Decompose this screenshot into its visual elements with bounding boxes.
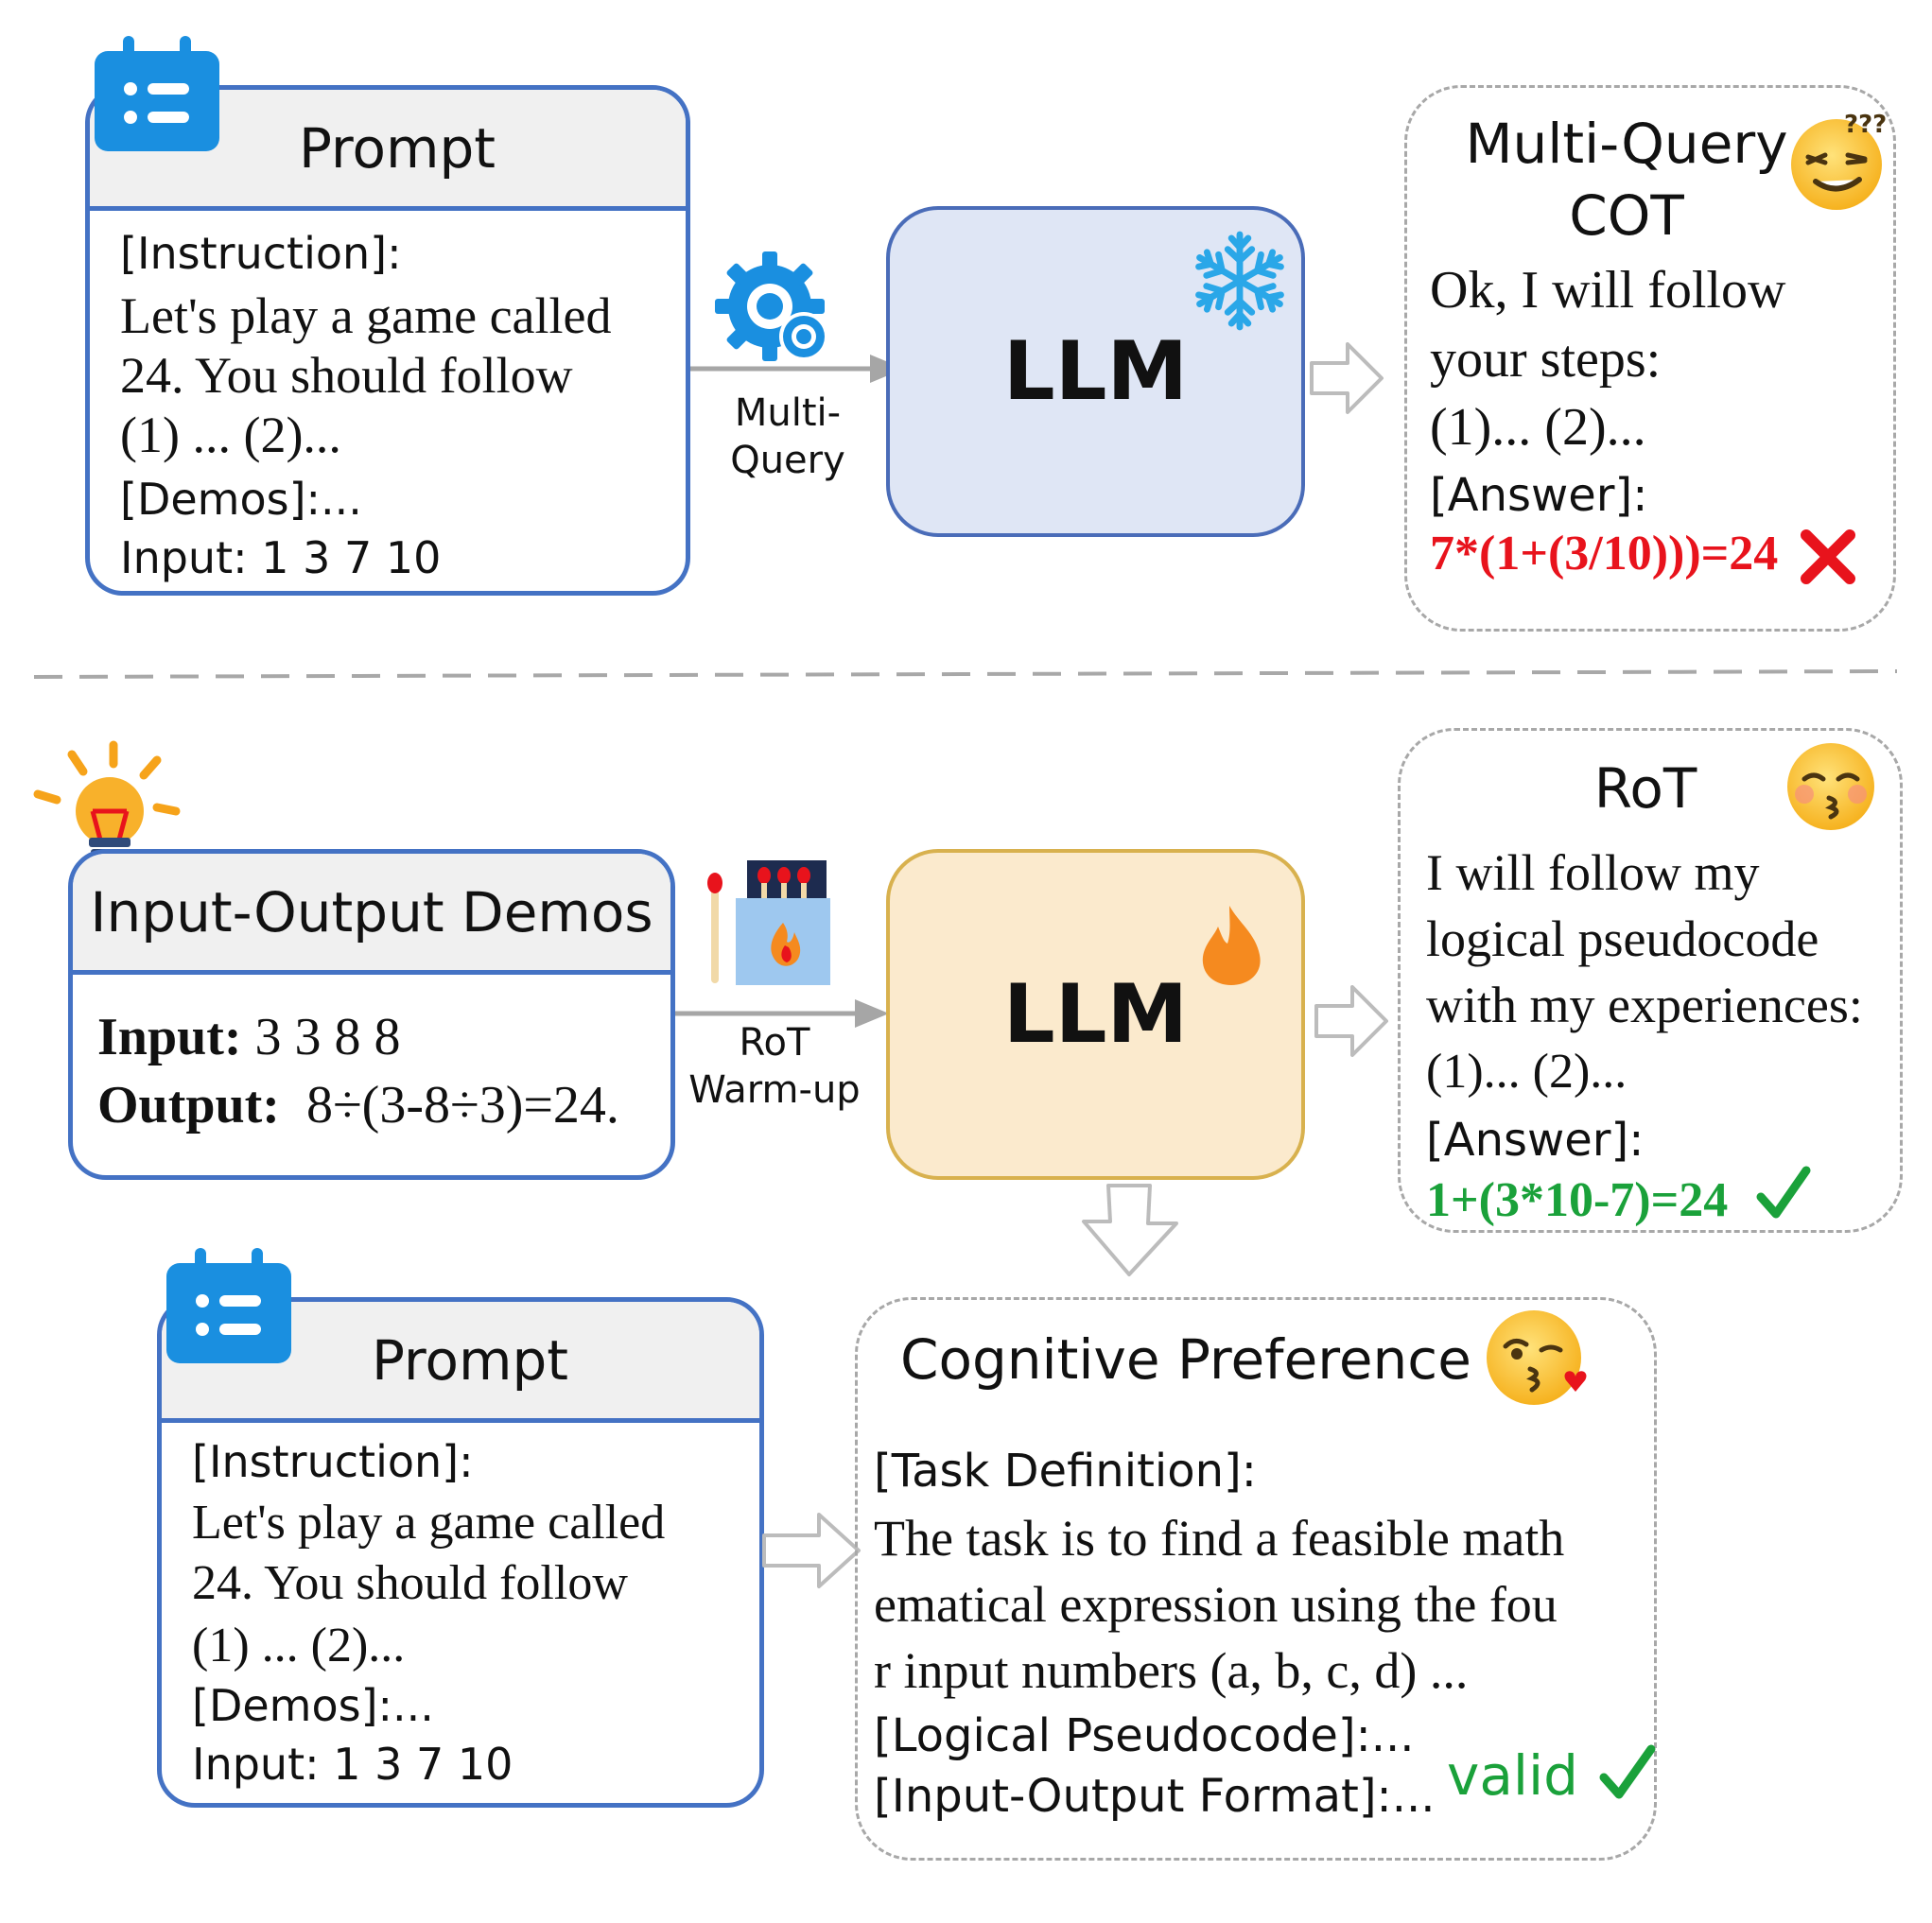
bottom-prompt-line-4: (1) ... (2)... [192,1619,406,1672]
cognitive-line-logical-pseudocode: [Logical Pseudocode]:... [874,1709,1415,1762]
bottom-prompt-line-instruction: [Instruction]: [192,1436,474,1487]
flame-icon [1202,906,1261,985]
bottom-prompt-line-demos: [Demos]:... [192,1680,434,1731]
top-prompt-title: Prompt [298,115,496,181]
rot-output-answer: 1+(3*10-7)=24 [1426,1173,1729,1227]
cognitive-valid-label: valid [1447,1743,1578,1808]
multi-query-cot-answer: 7*(1+(3/10)))=24 [1430,527,1779,580]
rot-output-title: RoT [1593,756,1697,821]
gear-icon [715,251,828,361]
multi-query-cot-line-1: Ok, I will follow [1430,261,1786,320]
demo-output-label: Output: [97,1076,280,1135]
top-prompt-body: [Instruction]: Let's play a game called … [90,211,686,591]
top-prompt-line-input: Input: 1 3 7 10 [120,532,442,583]
rot-output-line-1: I will follow my [1426,844,1760,901]
demo-output-value: 8÷(3-8÷3)=24. [305,1076,619,1135]
panel-separator [33,669,1898,679]
input-output-demos-header: Input-Output Demos [73,854,670,975]
cognitive-line-4: r input numbers (a, b, c, d) ... [874,1642,1469,1699]
cognitive-line-task-definition: [Task Definition]: [874,1445,1257,1498]
svg-text:???: ??? [1844,111,1887,139]
demo-output-row: Output: 8÷(3-8÷3)=24. [97,1075,619,1135]
rot-warmup-arrow [675,999,889,1028]
smiling-emoji-icon [1787,743,1874,830]
cognitive-line-input-output-format: [Input-Output Format]:... [874,1770,1436,1823]
cognitive-line-2: The task is to find a feasible math [874,1510,1565,1567]
demo-input-value: 3 3 8 8 [254,1008,401,1066]
input-output-demos-box: Input-Output Demos Input: 3 3 8 8 Output… [68,849,675,1180]
bottom-prompt-line-input: Input: 1 3 7 10 [192,1739,513,1790]
input-output-demos-title: Input-Output Demos [90,879,653,944]
calendar-list-icon [166,1248,291,1363]
bottom-prompt-line-2: Let's play a game called [192,1496,666,1550]
cognitive-preference-box [855,1297,1657,1861]
kissing-emoji-icon [1487,1310,1587,1405]
demo-input-label: Input: [97,1008,242,1066]
cognitive-preference-title: Cognitive Preference [900,1327,1471,1392]
multi-query-cot-answer-label: [Answer]: [1430,469,1648,522]
confused-emoji-icon: ??? [1791,111,1887,210]
llm-to-cognitive-arrow [1082,1184,1178,1276]
rot-warmup-label-line2: Warm-up [688,1068,861,1112]
llm-to-rot-arrow [1314,985,1388,1057]
multi-query-cot-line-3: (1)... (2)... [1430,398,1646,457]
check-icon [1756,1166,1811,1219]
top-prompt-line-demos: [Demos]:... [120,474,362,525]
rot-warmup-arrow-label: RoT Warm-up [685,1019,864,1114]
prompt-to-cognitive-arrow [762,1513,861,1588]
multi-query-arrow-label: Multi- Query [726,390,849,484]
check-icon [1599,1744,1656,1799]
rot-output-line-2: logical pseudocode [1426,910,1819,967]
multi-query-cot-line-2: your steps: [1430,330,1662,389]
bottom-prompt-box: Prompt [Instruction]: Let's play a game … [157,1297,764,1808]
multi-query-label-line2: Query [730,439,845,482]
bottom-prompt-body: [Instruction]: Let's play a game called … [162,1423,759,1803]
llm-warm-box: LLM [886,849,1305,1180]
calendar-list-icon [95,36,219,151]
cross-icon [1801,529,1855,584]
rot-warmup-label-line1: RoT [739,1021,810,1065]
bottom-prompt-line-3: 24. You should follow [192,1556,628,1610]
cognitive-line-3: ematical expression using the fou [874,1576,1558,1633]
rot-output-line-3: with my experiences: [1426,977,1863,1033]
top-prompt-box: Prompt [Instruction]: Let's play a game … [85,85,690,596]
top-prompt-line-2: Let's play a game called [120,287,612,344]
multi-query-cot-output-box [1404,85,1896,632]
multi-query-label-line1: Multi- [734,391,842,435]
bottom-prompt-title: Prompt [371,1327,569,1393]
multi-query-cot-title-2: COT [1569,183,1684,248]
top-prompt-line-3: 24. You should follow [120,347,573,404]
rot-output-line-4: (1)... (2)... [1426,1045,1627,1099]
matchbox-icon [707,860,830,985]
top-prompt-line-4: (1) ... (2)... [120,407,341,463]
llm-frozen-box: LLM [886,206,1305,537]
demo-input-row: Input: 3 3 8 8 [97,1007,401,1067]
llm-to-cot-arrow [1310,342,1384,414]
rot-output-box [1398,728,1903,1233]
top-prompt-line-instruction: [Instruction]: [120,228,402,279]
rot-output-answer-label: [Answer]: [1426,1114,1645,1167]
input-output-demos-body: Input: 3 3 8 8 Output: 8÷(3-8÷3)=24. [73,975,670,1175]
multi-query-cot-title-1: Multi-Query [1465,112,1788,176]
llm-frozen-label: LLM [1002,324,1189,419]
llm-warm-label: LLM [1002,967,1189,1062]
multi-query-arrow [690,355,904,383]
snowflake-icon [1195,231,1284,331]
